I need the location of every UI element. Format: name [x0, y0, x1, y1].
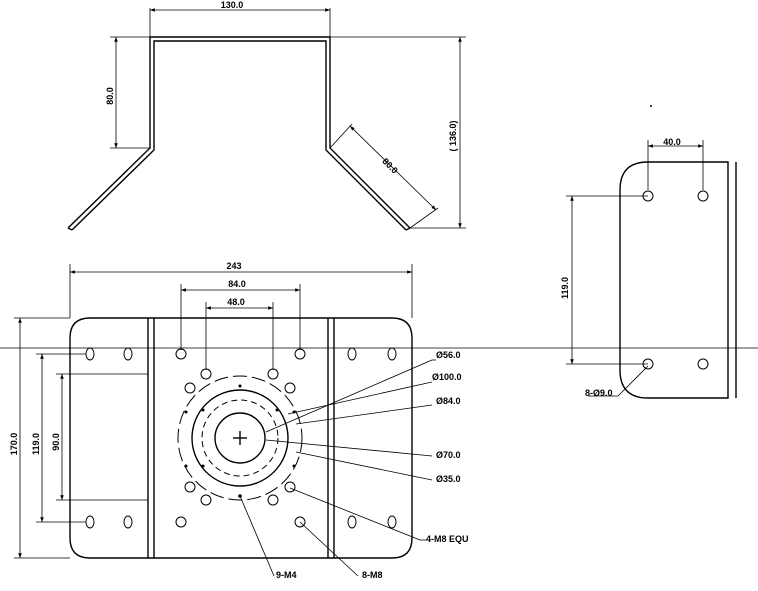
callout-d84: Ø84.0	[436, 396, 461, 406]
callout-d70: Ø70.0	[436, 450, 461, 460]
dim-243: 243	[226, 261, 241, 271]
dim-48: 48.0	[227, 297, 245, 307]
callout-4-m8-equ: 4-M8 EQU	[426, 534, 469, 544]
dim-170: 170.0	[9, 433, 19, 456]
dim-40: 40.0	[663, 137, 681, 147]
dim-136: ( 136.0)	[448, 120, 458, 151]
plan-view	[14, 264, 436, 577]
callout-d100: Ø100.0	[432, 372, 462, 382]
top-view	[67, 8, 466, 231]
dim-84: 84.0	[228, 279, 246, 289]
callout-8-m8: 8-M8	[362, 570, 383, 580]
dim-130: 130.0	[221, 0, 244, 10]
dim-119-side: 119.0	[560, 277, 570, 299]
callout-9-m4: 9-M4	[276, 570, 297, 580]
side-view	[566, 105, 737, 399]
callout-d56: Ø56.0	[436, 350, 461, 360]
dim-90: 90.0	[51, 433, 61, 451]
dim-80-vertical: 80.0	[105, 87, 115, 105]
dim-80-slant: 80.0	[380, 156, 399, 175]
dim-119-plan: 119.0	[31, 433, 41, 455]
callout-d35: Ø35.0	[436, 474, 461, 484]
callout-8-d9: 8-Ø9.0	[585, 388, 613, 398]
